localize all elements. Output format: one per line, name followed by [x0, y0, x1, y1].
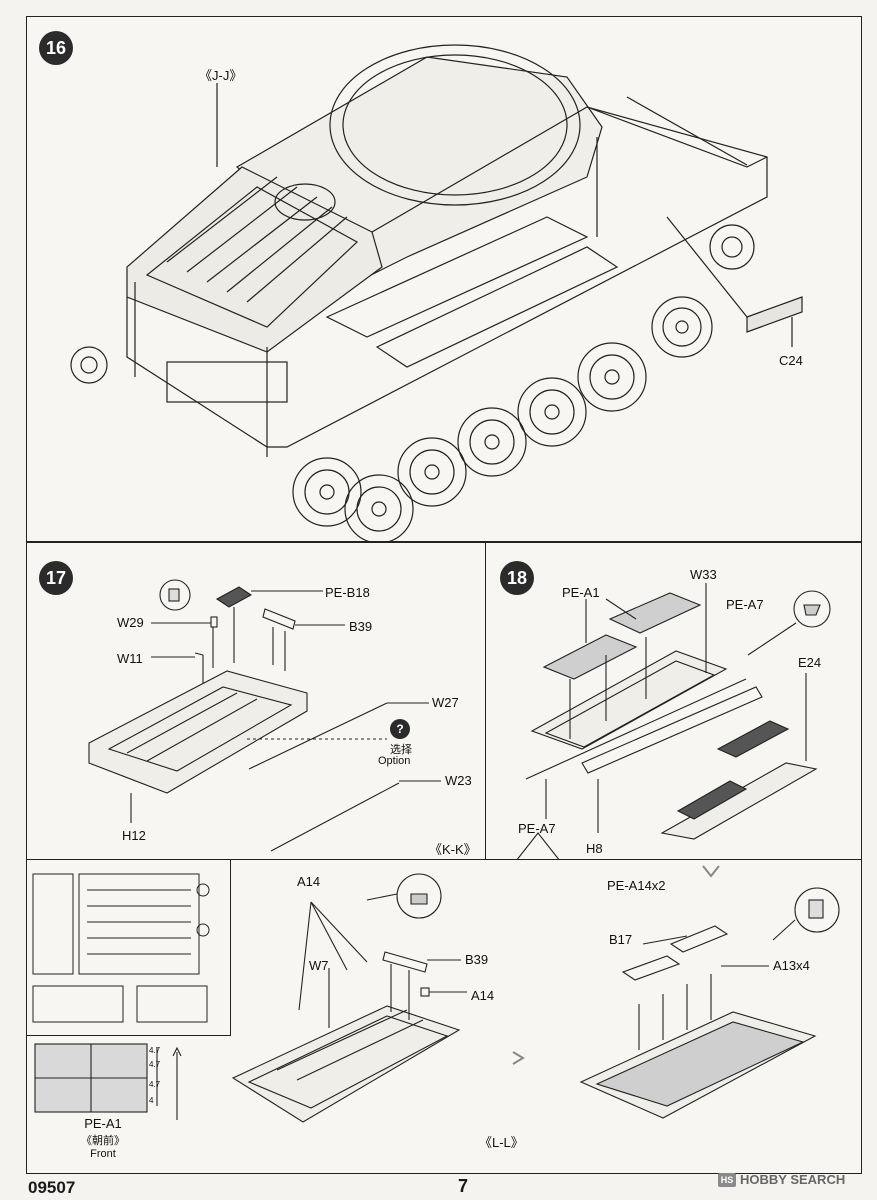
- step-18-panel: 18 PE-A1 W33 PE-A7 E24 PE-A7 H8: [486, 542, 862, 861]
- part-label-w11: W11: [117, 651, 143, 666]
- dimension-value: 4.7: [149, 1046, 161, 1055]
- reference-detail-box: [27, 860, 231, 1036]
- part-label-pe-a7-top: PE-A7: [726, 597, 764, 612]
- part-label-b17: B17: [609, 932, 633, 947]
- watermark: HS HOBBY SEARCH: [718, 1172, 845, 1187]
- option-mark-icon: ?: [390, 719, 410, 739]
- engine-deck-drawing: [88, 579, 441, 852]
- dimension-value: 4.7: [149, 1080, 161, 1089]
- part-label-h12: H12: [122, 828, 146, 843]
- section-label: 《L-L》: [479, 1135, 524, 1150]
- part-label-w27: W27: [432, 695, 459, 710]
- part-label-w7: W7: [309, 958, 329, 973]
- watermark-logo-icon: HS: [718, 1172, 736, 1187]
- watermark-text: HOBBY SEARCH: [740, 1172, 846, 1187]
- product-code: 09507: [28, 1178, 76, 1197]
- detail-label-en: Front: [90, 1148, 116, 1160]
- fender-drawing: [515, 583, 831, 861]
- bottom-panel: A14 W7 B39 A14 《L-L》 B17 A13x4 PE-A14x2 …: [26, 860, 862, 1174]
- dimension-value: 4: [149, 1096, 154, 1105]
- section-label: 《J-J》: [199, 68, 243, 83]
- part-label-pe-a7-left: PE-A7: [518, 821, 556, 836]
- step-17-panel: 17 PE-B18 W29 B39 W11 W27 ? 选择 Option W2…: [26, 542, 486, 860]
- part-label-b39: B39: [465, 952, 489, 967]
- section-label: 《K-K》: [429, 842, 477, 857]
- step-number-badge: 17: [39, 561, 73, 595]
- part-label-a14-top: A14: [297, 874, 321, 889]
- part-label-w33: W33: [690, 567, 717, 582]
- step-number-badge: 18: [500, 561, 534, 595]
- hull-drawing: [70, 44, 803, 543]
- dimension-value: 4.7: [149, 1060, 161, 1069]
- part-label-pe-a14: PE-A14x2: [607, 878, 666, 893]
- part-label-e24: E24: [798, 655, 822, 670]
- step-16-panel: 16 《J-J》 C24: [26, 16, 862, 543]
- step-number-badge: 16: [39, 31, 73, 65]
- part-label-w23: W23: [445, 773, 472, 788]
- reference-detail-drawing: [32, 873, 210, 1023]
- part-label-b39: B39: [349, 619, 373, 634]
- option-label-en: Option: [378, 755, 411, 767]
- option-label-cn: 选择: [390, 744, 412, 756]
- page-number: 7: [458, 1176, 469, 1196]
- detail-label: PE-A1: [84, 1116, 122, 1131]
- part-label-a14-right: A14: [471, 988, 495, 1003]
- part-label-pe-a1: PE-A1: [562, 585, 600, 600]
- part-label-pe-b18: PE-B18: [325, 585, 370, 600]
- part-label-a13: A13x4: [773, 958, 810, 973]
- part-label-h8: H8: [586, 841, 603, 856]
- detail-label-cn: 《朝前》: [81, 1135, 125, 1147]
- bottom-drawings: [34, 865, 840, 1123]
- part-label-w29: W29: [117, 615, 144, 630]
- part-label-c24: C24: [779, 353, 803, 368]
